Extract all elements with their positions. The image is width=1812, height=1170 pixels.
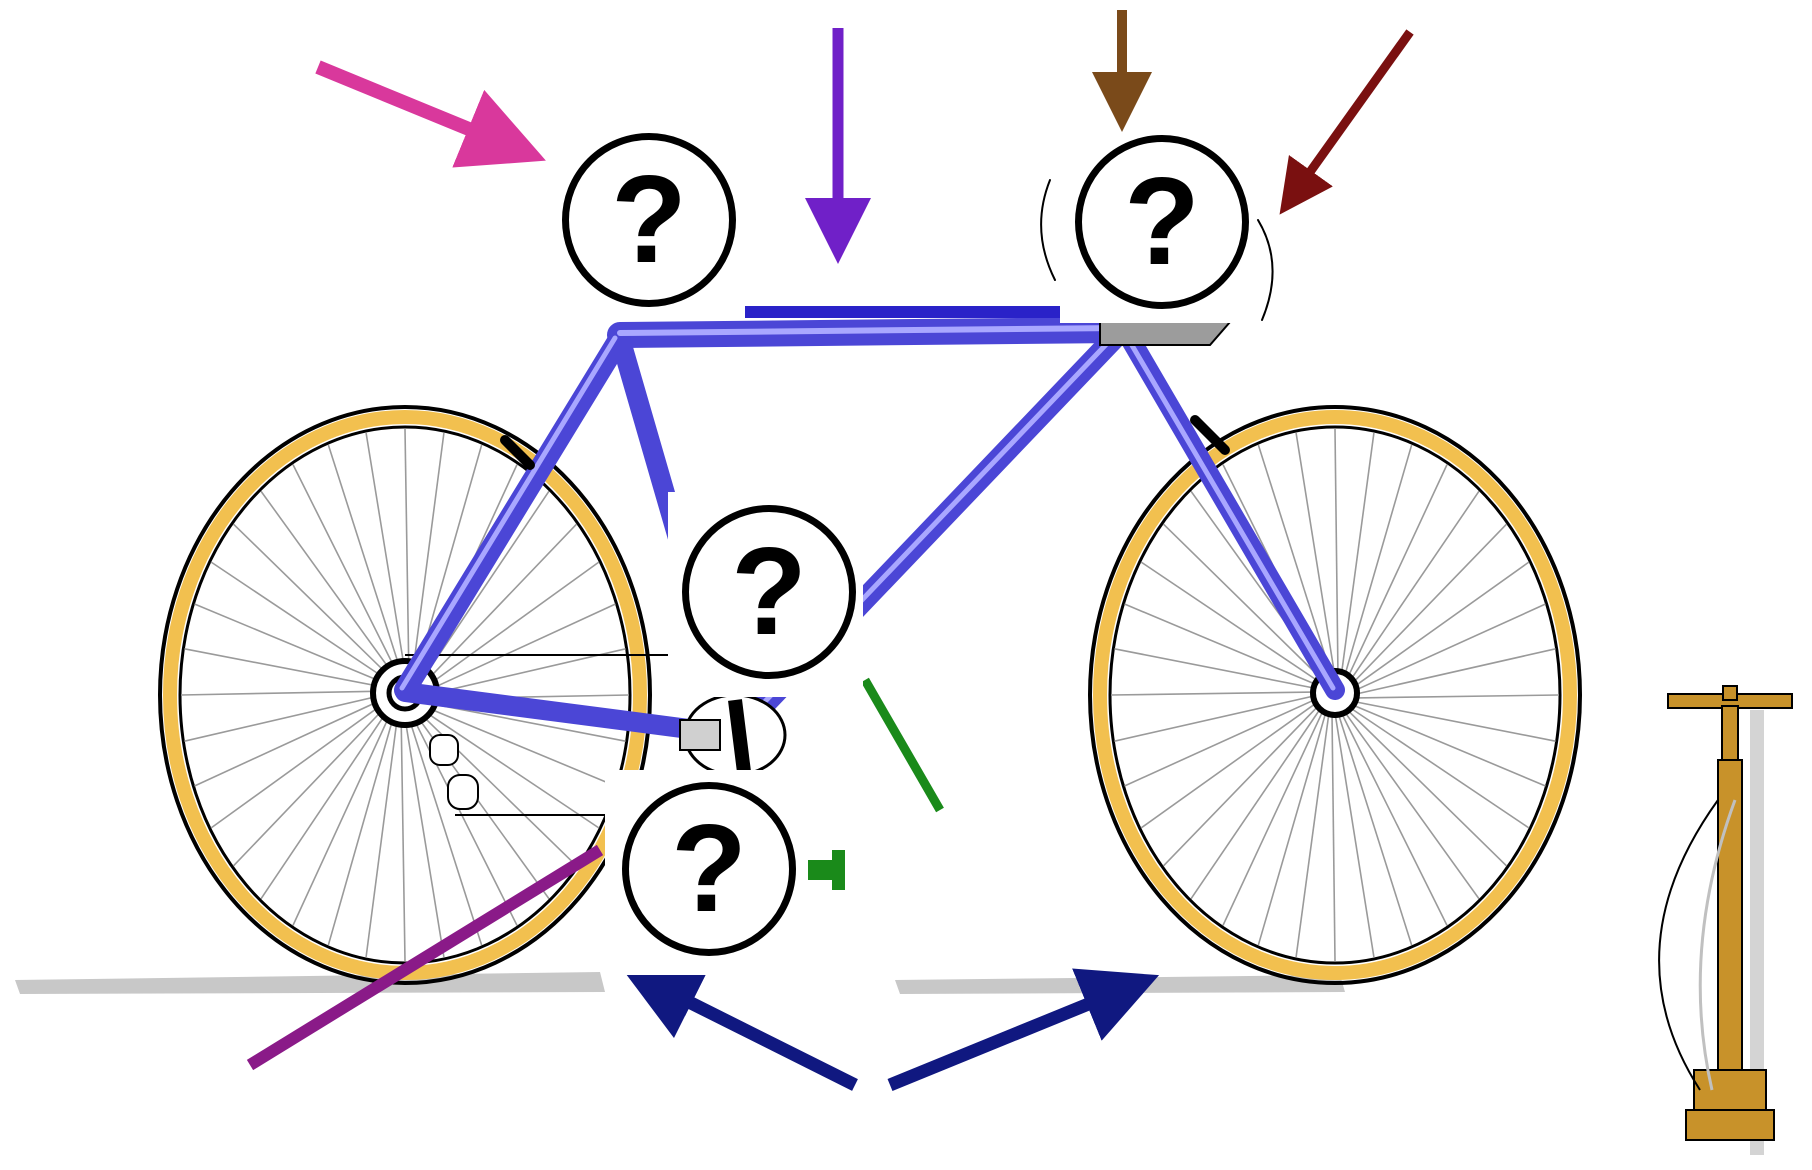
wheel-spoke	[1162, 700, 1324, 867]
wheel-spoke	[1348, 603, 1546, 694]
wheel-spoke	[1334, 428, 1339, 682]
wheel-spoke	[260, 490, 398, 680]
wheel-spoke	[411, 432, 445, 679]
callout-arrows	[246, 10, 1414, 1092]
wheel-spoke	[1257, 444, 1334, 682]
wheel-spoke	[1346, 701, 1546, 787]
front-wheel-arrow	[887, 968, 1160, 1092]
hidden-label-frame[interactable]: ?	[682, 505, 856, 679]
wheel-spoke	[1140, 698, 1323, 829]
front-wheel	[1088, 405, 1582, 985]
wheel-spoke	[327, 444, 404, 678]
bicycle-pump	[1658, 685, 1793, 1155]
wheel-spoke	[210, 561, 393, 684]
wheel-spoke	[1339, 432, 1375, 683]
front-wheel-spokes	[1110, 428, 1560, 962]
wheel-spoke	[415, 708, 578, 867]
hidden-label-pedal[interactable]: ?	[622, 782, 796, 956]
wheel-spoke	[232, 523, 395, 682]
wheel-spoke	[1110, 691, 1322, 696]
wheel-spoke	[1333, 708, 1375, 958]
wheel-spoke	[419, 703, 616, 787]
wheel-spoke	[1346, 523, 1508, 690]
wheel-spoke	[1342, 705, 1508, 867]
wheel-spoke	[327, 709, 397, 946]
rear-wheel-arrow	[621, 968, 858, 1091]
hidden-label-handlebar[interactable]: ?	[1075, 135, 1249, 309]
chain-arrow-tip	[808, 850, 845, 890]
wheel-spoke	[1295, 707, 1331, 958]
wheel-spoke	[1338, 708, 1448, 926]
wheel-spoke	[1348, 648, 1556, 697]
chain	[405, 654, 720, 816]
wheel-spoke	[1344, 703, 1530, 829]
wheel-spoke	[1340, 706, 1480, 900]
wheel-spoke	[1162, 523, 1328, 685]
wheel-spoke	[292, 707, 394, 926]
pedal-arrow	[246, 844, 604, 1071]
wheel-spoke	[1295, 432, 1337, 682]
wheel-spoke	[194, 603, 391, 687]
wheel-spoke	[1336, 708, 1413, 946]
wheel-spoke	[1124, 603, 1324, 689]
wheel-spoke	[210, 699, 389, 829]
wheel-spoke	[420, 523, 578, 688]
wheel-spoke	[365, 432, 407, 678]
wheel-spoke	[422, 603, 616, 694]
wheel-spoke	[1114, 648, 1323, 691]
seat-arrow	[315, 60, 546, 168]
wheel-spoke	[1114, 693, 1322, 742]
wheel-spoke	[1347, 699, 1556, 742]
wheel-spoke	[422, 648, 626, 697]
wheel-spoke	[409, 711, 518, 926]
wheel-spoke	[1190, 703, 1325, 900]
wheel-spoke	[184, 648, 389, 689]
wheel-spoke	[184, 693, 388, 742]
wheel-spoke	[1222, 704, 1327, 926]
wheel-spoke	[1345, 490, 1480, 687]
wheel-spoke	[1257, 706, 1329, 946]
wheel-spoke	[1341, 444, 1413, 684]
wheel-spoke	[1331, 708, 1336, 962]
wheel-spoke	[403, 712, 445, 958]
wheel-spoke	[260, 705, 392, 900]
hidden-label-seat[interactable]: ?	[562, 133, 736, 307]
wheel-spoke	[400, 712, 406, 962]
wheel-spoke	[1348, 694, 1560, 699]
wheel-spoke	[1347, 561, 1530, 692]
wheel-spoke	[1343, 464, 1448, 686]
wheel-spoke	[194, 696, 388, 787]
wheel-spoke	[292, 464, 401, 679]
wheel-spoke	[1140, 561, 1326, 687]
wheel-spoke	[1124, 696, 1322, 787]
wheel-spoke	[404, 428, 410, 678]
chain-arrow	[861, 677, 944, 813]
wheel-spoke	[180, 690, 388, 696]
brake-arrow	[1279, 29, 1414, 215]
wheel-spoke	[421, 561, 600, 691]
wheel-spoke	[365, 711, 399, 958]
wheel-spoke	[232, 702, 390, 867]
wheel-spoke	[406, 712, 483, 946]
wheel-spoke	[417, 706, 600, 829]
crank-set	[679, 693, 787, 781]
